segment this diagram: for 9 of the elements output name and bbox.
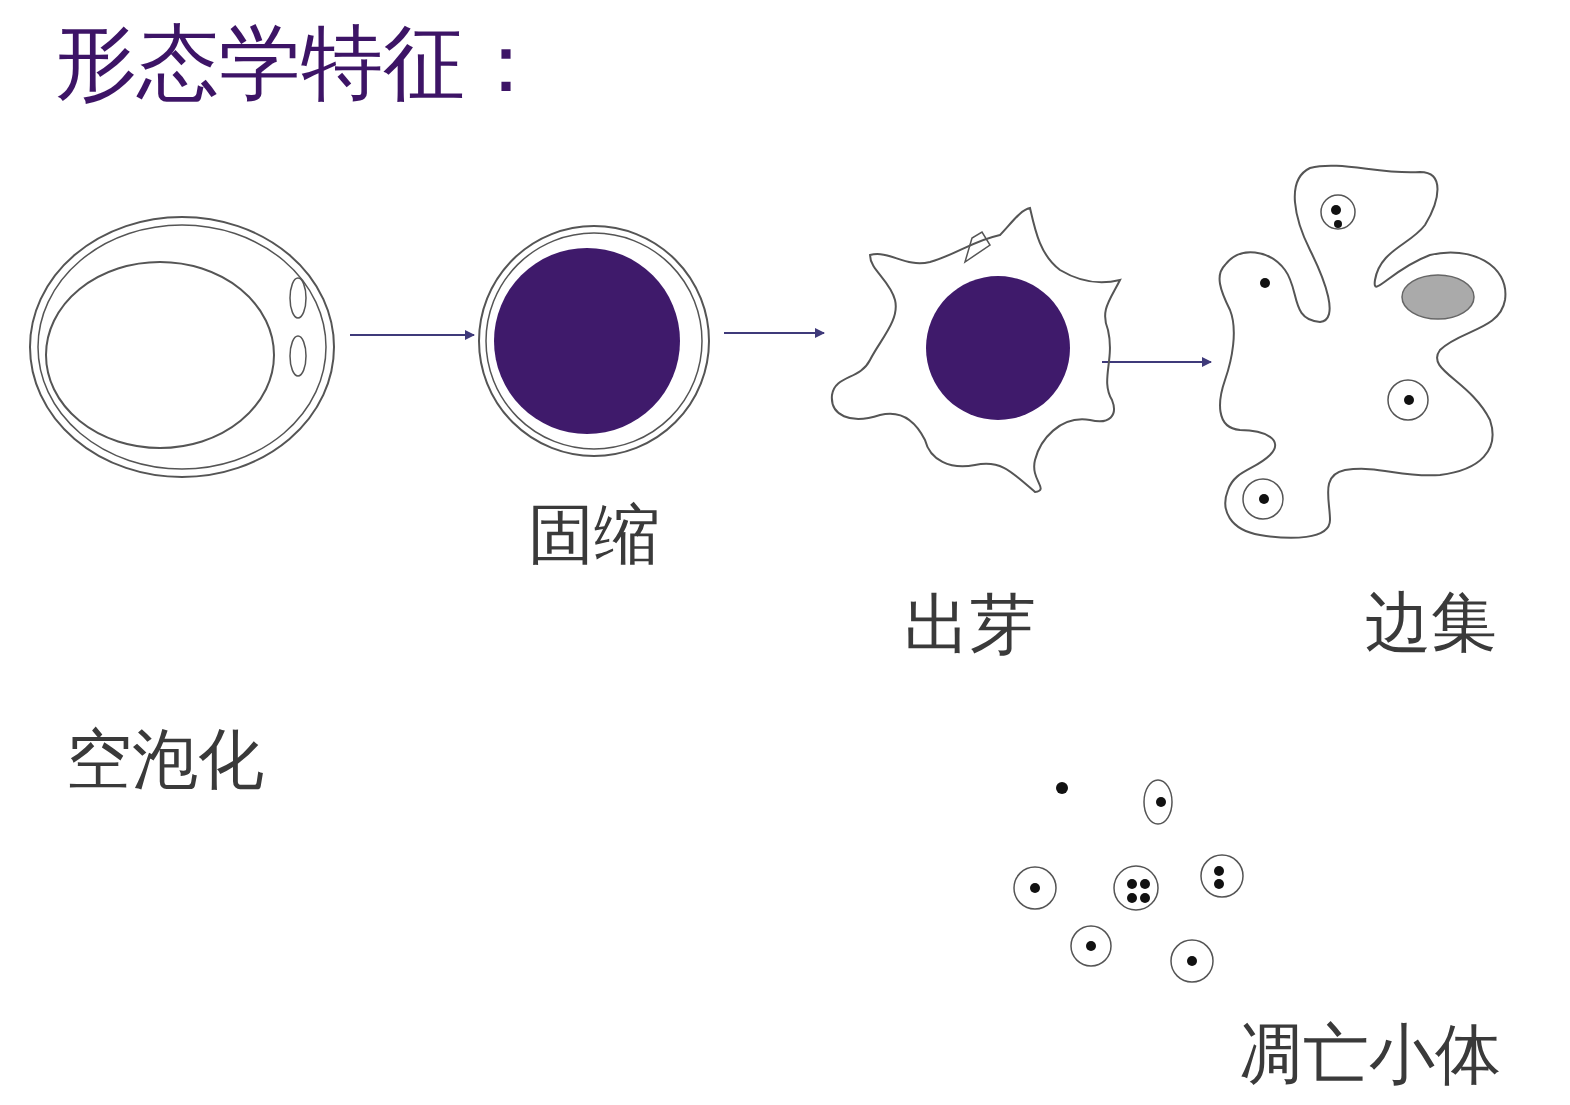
arrow [723, 328, 825, 338]
stage-label: 凋亡小体 [1237, 1022, 1501, 1088]
title: 形态学特征： [55, 18, 547, 109]
stage-label: 固缩 [528, 502, 660, 568]
stage-label: 出芽 [904, 592, 1036, 658]
arrow [349, 330, 475, 340]
arrow [1101, 357, 1212, 367]
stage-label: 边集 [1365, 590, 1497, 656]
stage-label: 空泡化 [66, 727, 264, 793]
